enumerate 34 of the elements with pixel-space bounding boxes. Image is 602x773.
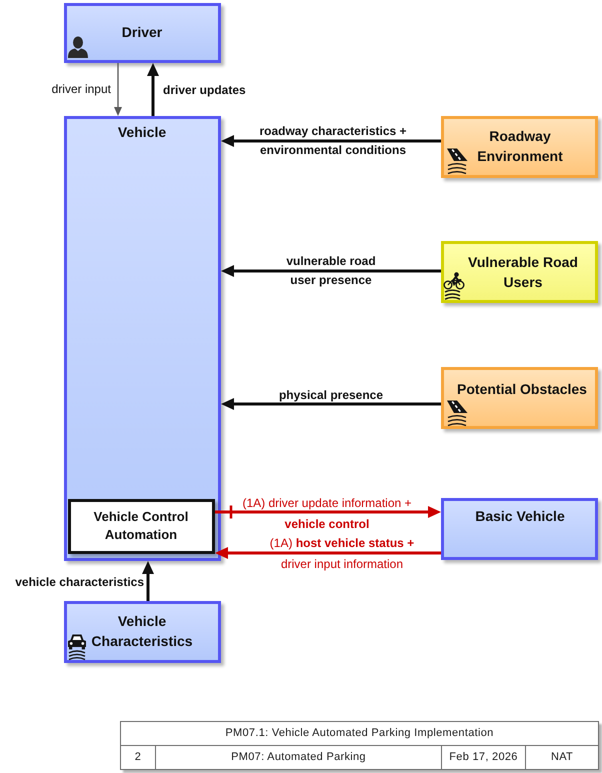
arrow: [221, 265, 441, 277]
arrow: [221, 135, 441, 147]
node-label: Vehicle Control Automation: [92, 508, 190, 544]
entity-box: [441, 498, 598, 560]
entity-box: [441, 241, 598, 303]
edge-label: physical presence: [278, 388, 384, 402]
edge-label: vulnerable road user presence: [285, 253, 377, 289]
arrow: [142, 561, 154, 601]
system-box: [64, 116, 221, 561]
entity-box: [64, 3, 221, 63]
node-label: Roadway Environment: [476, 127, 564, 166]
edge-label: vehicle characteristics: [15, 574, 144, 591]
node-label: Potential Obstacles: [457, 380, 587, 399]
node-label: Vehicle: [118, 123, 166, 142]
arrow: [215, 547, 441, 559]
title-block-cell: PM07.1: Vehicle Automated Parking Implementation: [121, 722, 598, 746]
edge-label: roadway characteristics + environmental conditions: [258, 122, 408, 158]
arrow: [221, 398, 441, 410]
title-block-cell: 2: [121, 746, 156, 769]
arrow: [215, 504, 441, 520]
edge-label: driver updates: [163, 82, 246, 99]
title-block-cell: Feb 17, 2026: [442, 746, 526, 769]
node-label: Vehicle Characteristics: [90, 612, 194, 651]
title-block-cell: PM07: Automated Parking: [156, 746, 442, 769]
arrow: [147, 63, 159, 116]
entity-box: [441, 116, 598, 178]
subsystem-box: [68, 499, 215, 554]
entity-box: [64, 601, 221, 663]
node-label: Basic Vehicle: [475, 507, 565, 526]
edge-label: (1A) host vehicle status + driver input information: [268, 535, 416, 573]
node-label: Vulnerable Road Users: [467, 253, 579, 292]
node-label: Driver: [122, 23, 162, 42]
title-block-cell-text: NAT: [550, 750, 574, 765]
entity-box: [441, 367, 598, 429]
